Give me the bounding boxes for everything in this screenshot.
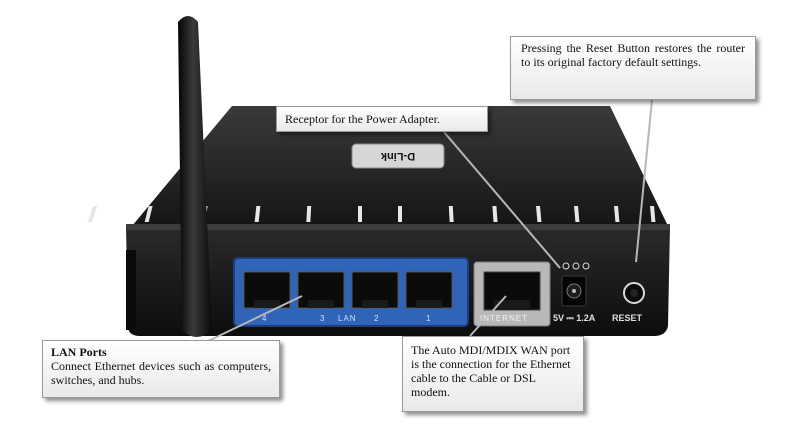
reset-button-hole — [623, 282, 645, 304]
callout-power-text: Receptor for the Power Adapter. — [285, 112, 440, 126]
callout-wan-text: The Auto MDI/MDIX WAN port is the connec… — [411, 343, 571, 399]
internet-label: INTERNET — [480, 314, 528, 323]
polarity-symbol-icon — [562, 262, 590, 270]
reset-label: RESET — [612, 313, 643, 323]
router-left-side — [126, 250, 136, 330]
callout-reset-text: Pressing the Reset Button restores the r… — [521, 41, 745, 69]
lan-label: LAN — [338, 314, 357, 323]
lan-port-label-3: 3 — [320, 314, 326, 323]
router-vents — [87, 206, 656, 222]
power-jack — [561, 275, 587, 307]
leader-lines — [201, 99, 653, 345]
callout-lan-title: LAN Ports — [51, 345, 107, 359]
lan-port-label-4: 4 — [262, 314, 268, 323]
brand-plate — [351, 143, 445, 169]
callout-lan-text: Connect Ethernet devices such as compute… — [51, 359, 271, 387]
power-rating-label: 5V ⎓ 1.2A — [553, 313, 596, 323]
callout-reset-button: Pressing the Reset Button restores the r… — [510, 36, 756, 100]
callout-wan-port: The Auto MDI/MDIX WAN port is the connec… — [402, 336, 584, 412]
callout-power-receptor: Receptor for the Power Adapter. — [276, 106, 488, 132]
callout-lan-ports: LAN Ports Connect Ethernet devices such … — [42, 340, 280, 398]
brand-logo: D-Link — [380, 150, 416, 162]
lan-port-label-1: 1 — [426, 314, 432, 323]
lan-ports — [243, 271, 453, 309]
router-top-edge — [126, 224, 670, 230]
lan-port-label-2: 2 — [374, 314, 380, 323]
antenna — [178, 16, 212, 337]
